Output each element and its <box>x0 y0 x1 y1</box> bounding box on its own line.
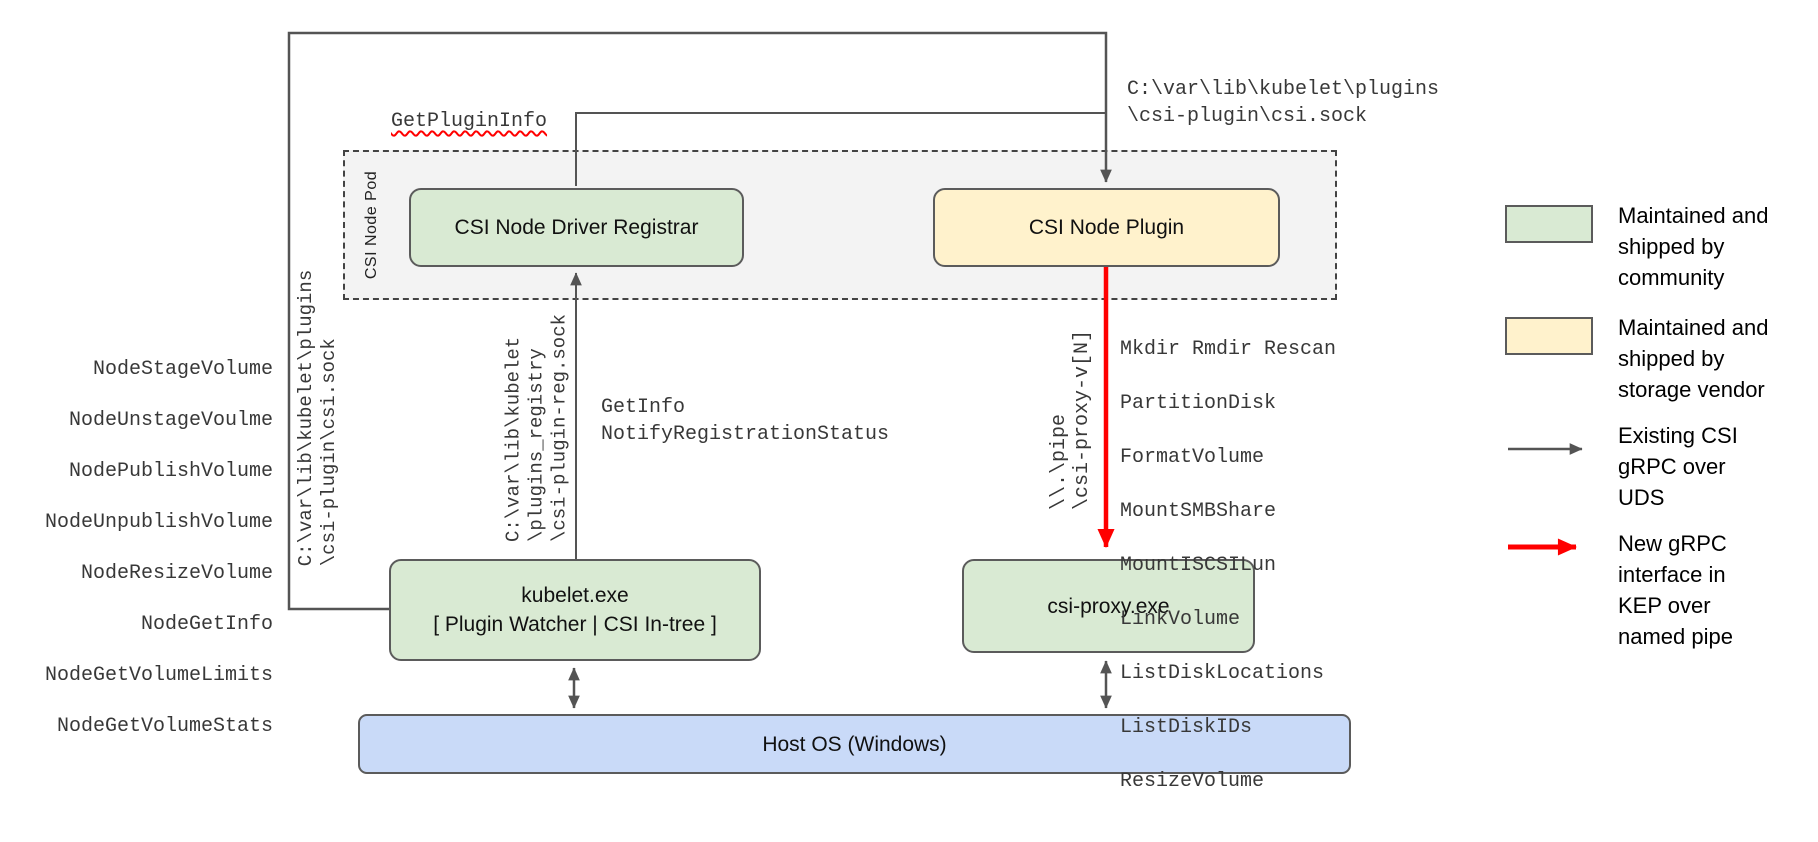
legend-gray-arrow-icon <box>1508 443 1583 455</box>
node-rpc-item: NodePublishVolume <box>68 459 273 483</box>
proxy-api-item: MountSMBShare <box>1120 500 1277 523</box>
getplugininfo-label: GetPluginInfo <box>391 110 548 133</box>
proxy-api-item: FormatVolume <box>1120 446 1265 469</box>
node-rpc-item: NodeGetInfo <box>140 612 273 636</box>
proxy-api-item: LinkVolume <box>1120 608 1241 631</box>
csi-node-plugin-label: CSI Node Plugin <box>1028 216 1185 239</box>
legend-community-swatch <box>1505 205 1593 243</box>
legend-vendor-swatch <box>1505 317 1593 355</box>
host-os-box: Host OS (Windows) <box>358 714 1351 774</box>
csi-node-pod-label: CSI Node Pod <box>363 170 380 280</box>
kubelet-label: kubelet.exe [ Plugin Watcher | CSI In-tr… <box>433 584 717 636</box>
edge-kubelet-to-plugin <box>287 31 1112 611</box>
node-rpc-list: NodeStageVolume NodeUnstageVoulme NodePu… <box>23 331 273 765</box>
host-os-label: Host OS (Windows) <box>762 732 947 756</box>
csi-proxy-label: csi-proxy.exe <box>1047 594 1170 618</box>
csi-proxy-api-list: Mkdir Rmdir Rescan PartitionDisk FormatV… <box>1120 309 1336 822</box>
csi-node-driver-registrar-box: CSI Node Driver Registrar <box>409 188 744 267</box>
legend-red-arrow-label: New gRPC interface in KEP over named pip… <box>1618 531 1733 649</box>
legend-community-label: Maintained and shipped by community <box>1618 203 1769 290</box>
node-rpc-item: NodeResizeVolume <box>80 561 273 585</box>
csi-node-driver-registrar-label: CSI Node Driver Registrar <box>454 216 699 239</box>
node-rpc-item: NodeUnstageVoulme <box>68 408 273 432</box>
plugin-reg-sock-label: C:\var\lib\kubelet \plugins_registry \cs… <box>502 313 571 543</box>
node-rpc-item: NodeUnpublishVolume <box>44 510 273 534</box>
proxy-api-item: ListDiskLocations <box>1120 662 1325 685</box>
csi-proxy-box: csi-proxy.exe <box>962 559 1255 653</box>
proxy-api-item: ListDiskIDs <box>1120 716 1253 739</box>
kubelet-box: kubelet.exe [ Plugin Watcher | CSI In-tr… <box>389 559 761 661</box>
proxy-api-item: Mkdir Rmdir Rescan <box>1120 338 1337 361</box>
node-rpc-item: NodeStageVolume <box>92 357 273 381</box>
legend-gray-arrow-label: Existing CSI gRPC over UDS <box>1618 423 1738 510</box>
proxy-api-item: PartitionDisk <box>1120 392 1277 415</box>
registration-rpc-label: GetInfo NotifyRegistrationStatus <box>601 396 890 446</box>
edge-registrar-getplugininfo <box>575 112 1105 186</box>
csi-sock-path-left-label: C:\var\lib\kubelet\plugins \csi-plugin\c… <box>295 269 340 567</box>
csi-sock-path-top-label: C:\var\lib\kubelet\plugins \csi-plugin\c… <box>1127 78 1440 128</box>
node-rpc-item: NodeGetVolumeStats <box>56 714 273 738</box>
proxy-api-item: MountISCSILun <box>1120 554 1277 577</box>
legend-vendor-label: Maintained and shipped by storage vendor <box>1618 315 1769 402</box>
legend-red-arrow-icon <box>1508 538 1577 556</box>
node-rpc-item: NodeGetVolumeLimits <box>44 663 273 687</box>
named-pipe-label: \\.\pipe \csi-proxy-v[N] <box>1048 329 1094 511</box>
proxy-api-item: ResizeVolume <box>1120 770 1265 793</box>
csi-node-plugin-box: CSI Node Plugin <box>933 188 1280 267</box>
